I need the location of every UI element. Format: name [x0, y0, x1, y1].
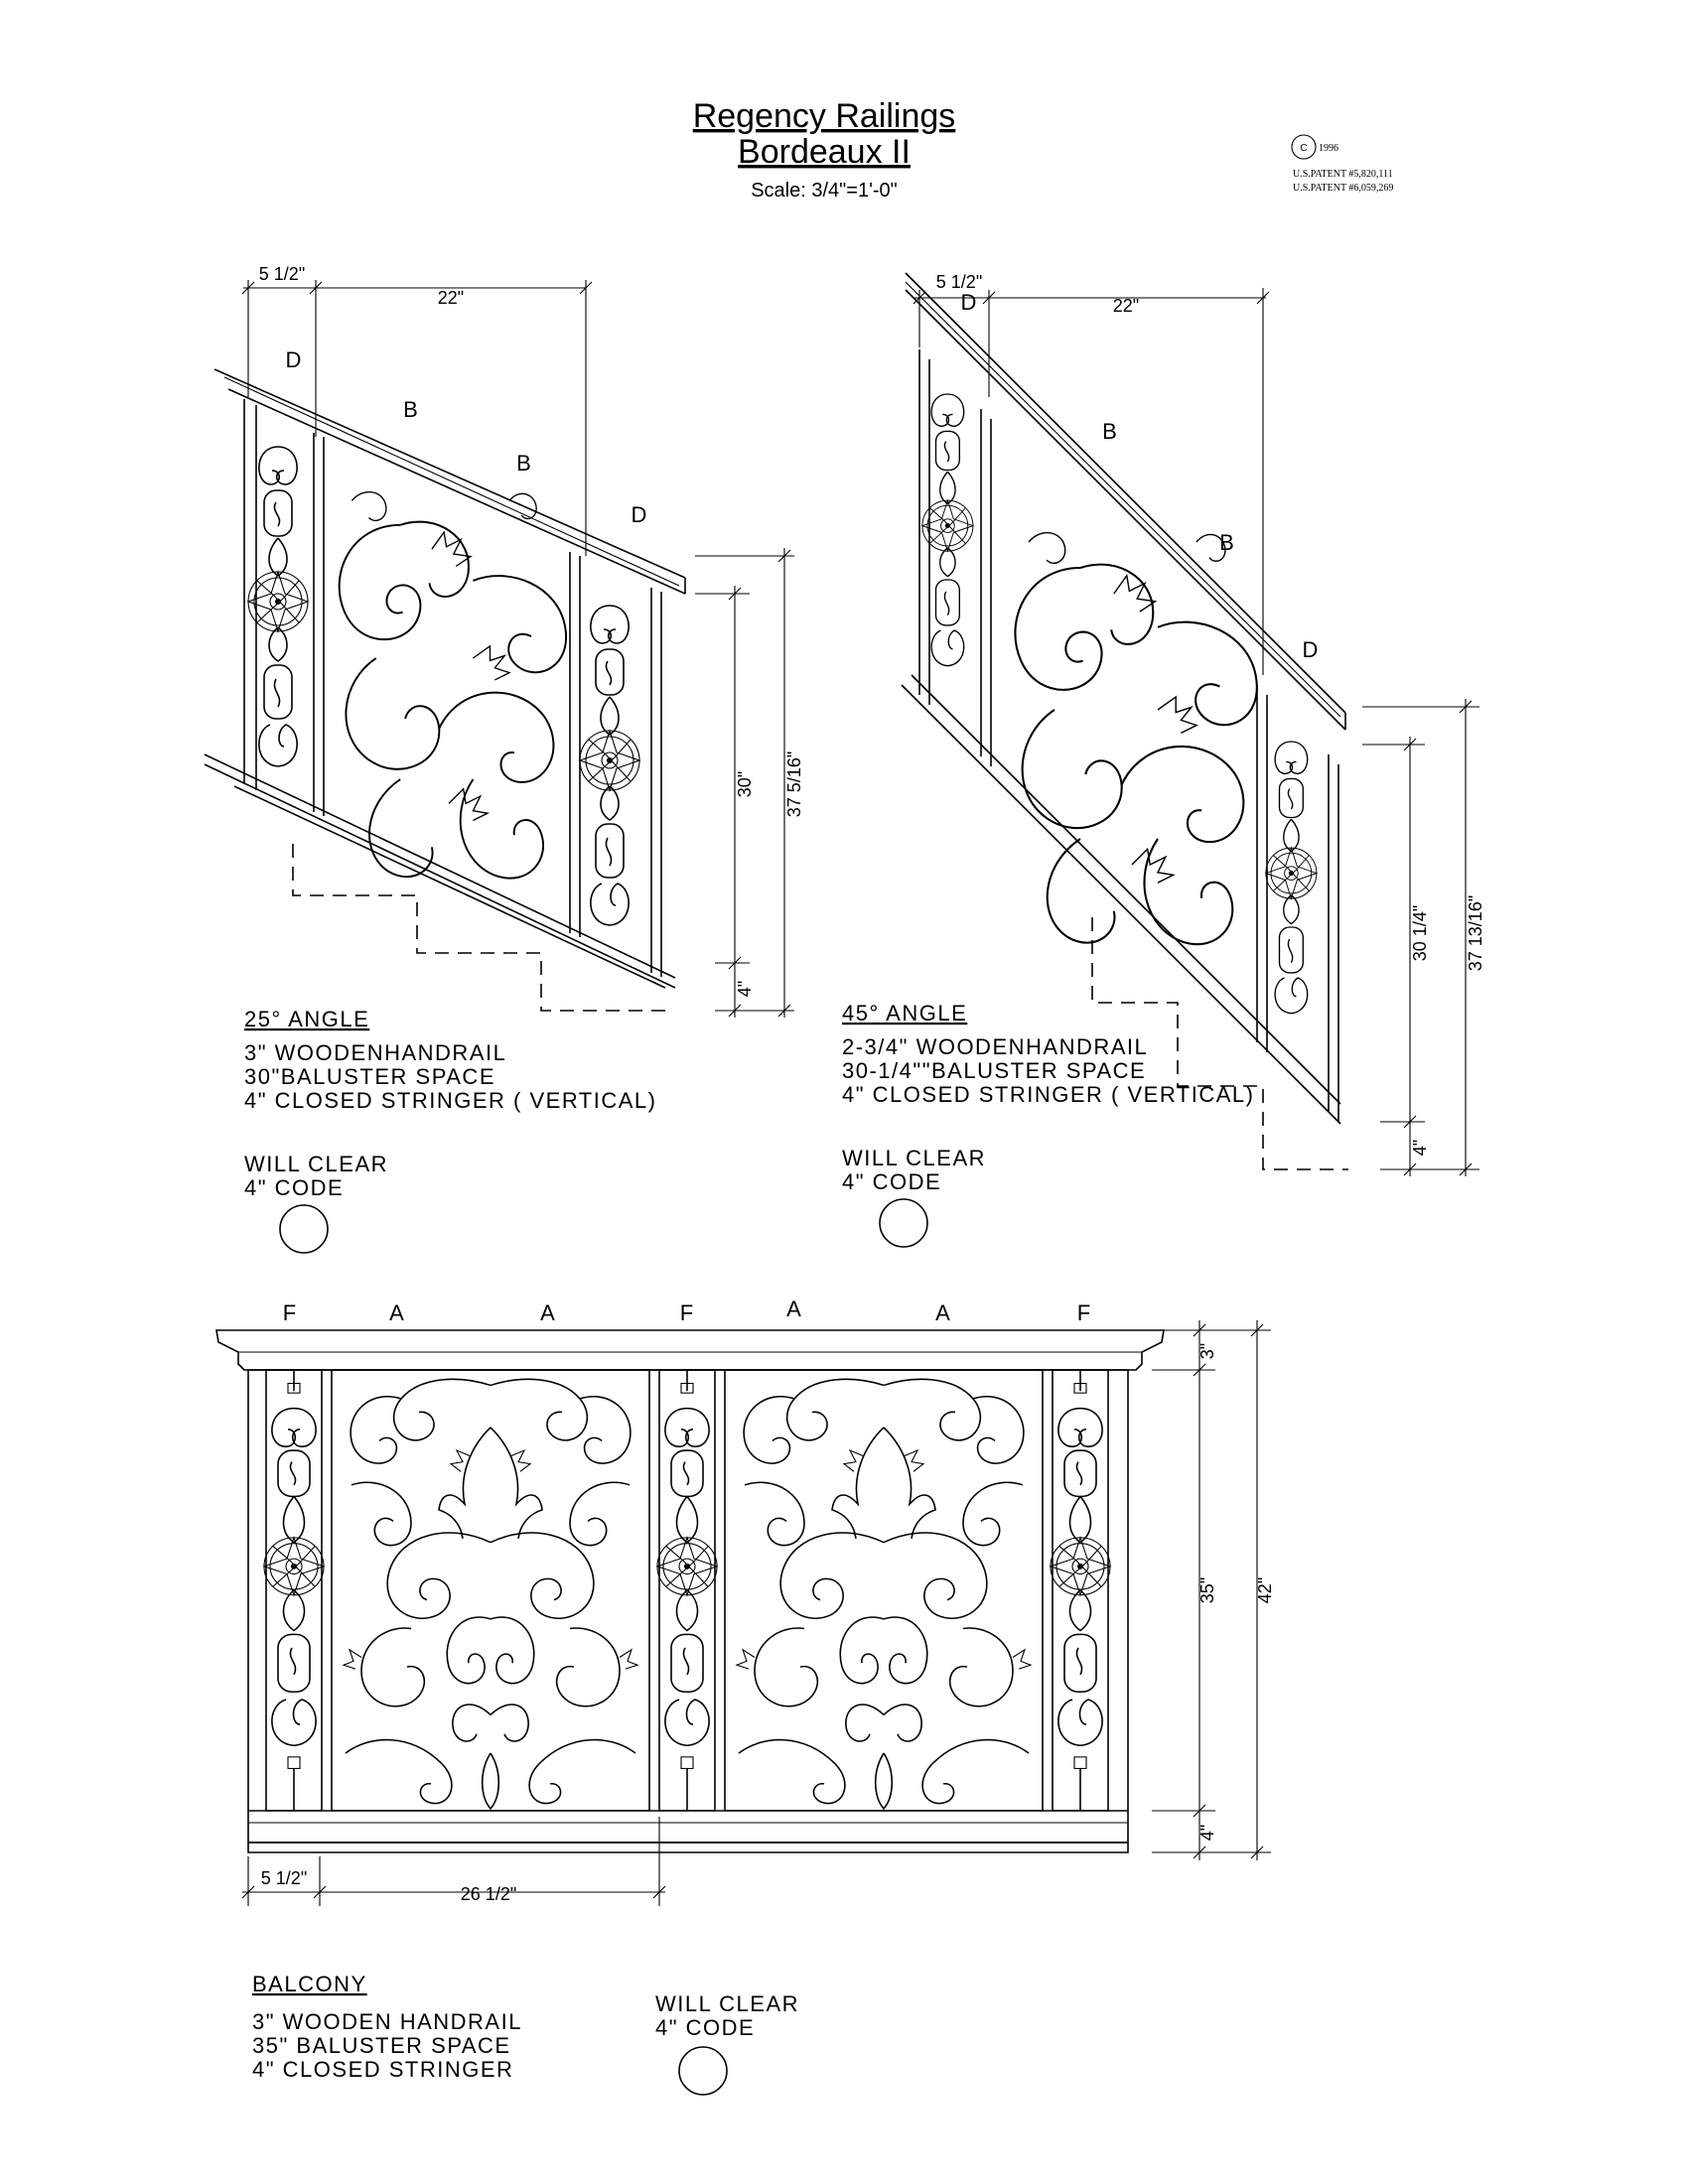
s25-label-b1: B	[403, 397, 419, 422]
title-line-1: Regency Railings	[693, 97, 956, 135]
copyright-year: 1996	[1319, 143, 1338, 154]
s25-label-d1: D	[286, 347, 303, 372]
s25-note-3: 4" CLOSED STRINGER ( VERTICAL)	[244, 1088, 656, 1113]
s45-label-b2: B	[1219, 530, 1235, 555]
bal-label-f1: F	[283, 1300, 297, 1325]
s45-clear-line-2: 4" CODE	[842, 1169, 941, 1194]
s45-clearance-circle	[879, 1198, 928, 1248]
copyright-circle	[1291, 134, 1317, 160]
bal-dim-rail: 3"	[1197, 1343, 1217, 1359]
s25-note-1: 3" WOODENHANDRAIL	[244, 1040, 506, 1065]
s25-label-b2: B	[516, 451, 532, 476]
bal-note-2: 35" BALUSTER SPACE	[252, 2033, 511, 2058]
bal-heading: BALCONY	[252, 1972, 367, 1996]
s25-clear-line-1: WILL CLEAR	[244, 1152, 388, 1176]
copyright-symbol: C	[1300, 143, 1307, 154]
bal-clear-line-1: WILL CLEAR	[655, 1991, 799, 2016]
bal-dim-total: 42"	[1255, 1577, 1275, 1603]
bal-note-3: 4" CLOSED STRINGER	[252, 2057, 513, 2082]
bal-label-f2: F	[680, 1300, 694, 1325]
bal-label-a2: A	[540, 1300, 556, 1325]
s25-dim-stringer: 4"	[735, 981, 755, 997]
s25-heading: 25° ANGLE	[244, 1007, 369, 1031]
s25-dim-post: 5 1/2"	[259, 264, 305, 284]
s25-clear-line-2: 4" CODE	[244, 1175, 344, 1200]
bal-clear-line-2: 4" CODE	[655, 2015, 755, 2040]
s45-dim-post: 5 1/2"	[936, 272, 982, 292]
title-block: Regency Railings Bordeaux II Scale: 3/4"…	[693, 97, 956, 202]
bal-dim-panel: 26 1/2"	[461, 1884, 516, 1904]
bal-dim-stringer: 4"	[1197, 1825, 1217, 1841]
s45-dim-baluster: 30 1/4"	[1410, 905, 1430, 961]
s25-dim-total: 37 5/16"	[784, 751, 804, 817]
bal-label-a3: A	[786, 1297, 802, 1321]
stair-25-notes: 25° ANGLE 3" WOODENHANDRAIL 30"BALUSTER …	[244, 1007, 656, 1254]
s25-note-2: 30"BALUSTER SPACE	[244, 1064, 495, 1089]
stair-25-drawing: 5 1/2" 22" 30" 37 5/16" 4" D B B D	[204, 264, 804, 1018]
s45-note-3: 4" CLOSED STRINGER ( VERTICAL)	[842, 1082, 1254, 1107]
s45-note-2: 30-1/4""BALUSTER SPACE	[842, 1058, 1146, 1083]
s45-clear-line-1: WILL CLEAR	[842, 1146, 986, 1170]
bal-label-a1: A	[389, 1300, 405, 1325]
title-line-2: Bordeaux II	[738, 133, 911, 171]
s25-clearance-circle	[279, 1204, 329, 1254]
s45-dim-total: 37 13/16"	[1466, 895, 1485, 971]
bal-clearance-circle	[678, 2046, 728, 2096]
bal-label-a4: A	[935, 1300, 951, 1325]
copyright-block: C 1996 U.S.PATENT #5,820,111 U.S.PATENT …	[1291, 134, 1393, 194]
s45-heading: 45° ANGLE	[842, 1001, 967, 1025]
stair-45-drawing: 5 1/2" 22" 30 1/4" 37 13/16" 4" D B B D	[901, 272, 1485, 1176]
balcony-notes: BALCONY 3" WOODEN HANDRAIL 35" BALUSTER …	[252, 1972, 799, 2096]
balcony-drawing: F A A F A A F 3" 35" 42" 4" 5 1/2" 26 1/…	[215, 1297, 1275, 1906]
bal-dim-post: 5 1/2"	[261, 1868, 307, 1888]
s45-label-d1: D	[961, 290, 978, 315]
s25-dim-baluster: 30"	[735, 771, 755, 797]
s45-note-1: 2-3/4" WOODENHANDRAIL	[842, 1034, 1148, 1059]
bal-label-f3: F	[1077, 1300, 1091, 1325]
s45-label-b1: B	[1102, 419, 1118, 444]
s25-dim-panel: 22"	[438, 288, 464, 308]
s45-dim-stringer: 4"	[1410, 1140, 1430, 1156]
stair-45-notes: 45° ANGLE 2-3/4" WOODENHANDRAIL 30-1/4""…	[842, 1001, 1254, 1248]
bal-note-1: 3" WOODEN HANDRAIL	[252, 2009, 522, 2034]
scale-note: Scale: 3/4"=1'-0"	[751, 180, 898, 202]
s45-label-d2: D	[1303, 637, 1320, 662]
s45-dim-panel: 22"	[1113, 296, 1139, 316]
patent-1: U.S.PATENT #5,820,111	[1293, 169, 1393, 180]
bal-dim-baluster: 35"	[1197, 1577, 1217, 1603]
s25-label-d2: D	[632, 502, 648, 527]
patent-2: U.S.PATENT #6,059,269	[1293, 183, 1393, 194]
